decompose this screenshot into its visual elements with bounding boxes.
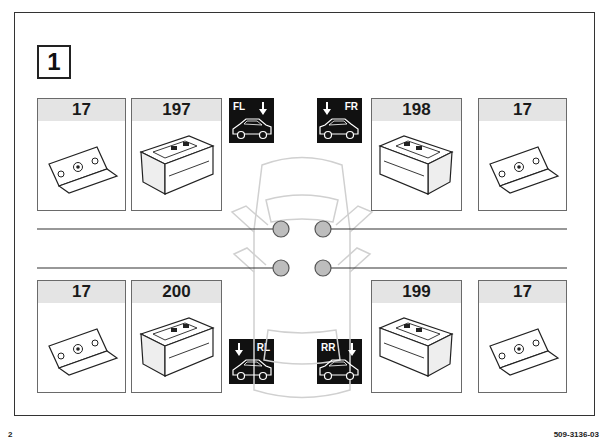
part-box: 17	[478, 98, 567, 211]
position-lines	[37, 229, 567, 268]
foot-position	[273, 221, 331, 276]
part-box: 197	[131, 98, 222, 211]
document-code: 509-3136-03	[554, 430, 599, 440]
part-number: 17	[38, 99, 125, 121]
position-icon: RL	[229, 339, 274, 384]
position-icon: RR	[317, 339, 362, 384]
part-box: 198	[371, 98, 462, 211]
position-icon: FL	[229, 98, 274, 143]
position-code: RR	[321, 342, 335, 354]
position-icon: FR	[317, 98, 362, 143]
part-drawings	[49, 136, 558, 376]
part-number: 17	[479, 281, 566, 303]
part-number: 198	[372, 99, 461, 121]
part-box: 17	[37, 98, 126, 211]
part-number: 200	[132, 281, 221, 303]
position-code: RL	[257, 342, 270, 354]
part-number: 17	[38, 281, 125, 303]
position-code: FR	[345, 101, 358, 113]
part-box: 17	[478, 280, 567, 393]
part-box: 200	[131, 280, 222, 393]
part-number: 17	[479, 99, 566, 121]
position-code: FL	[233, 101, 245, 113]
part-box: 17	[37, 280, 126, 393]
page-number: 2	[8, 430, 12, 440]
part-number: 199	[372, 281, 461, 303]
part-number: 197	[132, 99, 221, 121]
icon-symbols	[233, 102, 358, 380]
step-number: 1	[37, 45, 71, 79]
part-box: 199	[371, 280, 462, 393]
car-outline	[232, 158, 372, 398]
